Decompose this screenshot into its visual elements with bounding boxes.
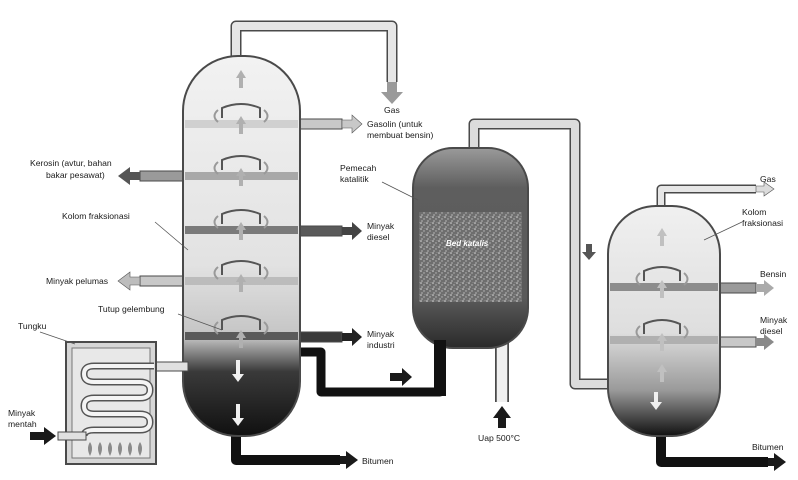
label-column-1: Kolom fraksionasi [62,211,130,221]
catalyst-bed [419,212,522,302]
gasoline-arrow [341,114,363,134]
bitumen-arrow-1 [340,451,358,469]
label-bitumen-2: Bitumen [752,442,784,452]
label-crude-1: Minyak [8,408,36,418]
steam-arrow [493,406,511,428]
petrol-arrow [756,280,774,296]
lubricant-outlet [139,275,187,287]
label-diesel2-1: Minyak [760,315,788,325]
furnace [65,341,157,465]
label-diesel-2: diesel [367,232,390,242]
label-column-2b: fraksionasi [742,218,783,228]
industrial-outlet [297,331,343,343]
label-gasoline-2: membuat bensin) [367,130,434,140]
kerosene-arrow [118,167,140,185]
fractionating-column-1 [182,55,301,437]
label-gasoline-1: Gasolin (untuk [367,119,423,129]
down-arrow-2 [650,392,662,410]
label-catalyst-bed: Bed katalis [446,239,489,248]
down-arrows-1 [232,360,244,426]
bubble-caps-2 [635,266,689,339]
flow-arrows [30,82,786,471]
lubricant-arrow [117,271,141,291]
label-bitumen-1: Bitumen [362,456,394,466]
diesel2-arrow [756,334,774,350]
gasoline-outlet [297,118,343,130]
crude-arrow [30,427,56,445]
label-crude-2: mentah [8,419,37,429]
furnace-to-column-pipe [153,361,189,372]
kerosene-outlet [139,170,187,182]
label-industrial-2: industri [367,340,395,350]
label-petrol: Bensin [760,269,786,279]
label-cracker-1: Pemecah [340,163,377,173]
diagram-labels: Gas Gasolin (untuk membuat bensin) Keros… [8,105,788,466]
diesel-outlet-2 [715,336,757,348]
label-furnace: Tungku [18,321,47,331]
bubble-caps-1 [213,103,269,335]
crude-inlet-pipe [57,431,87,441]
feed-down-arrow [582,244,596,260]
burner-flames [88,442,142,456]
bitumen-arrow-2 [768,453,786,471]
industrial-arrow [342,328,362,346]
bitumen-pipe-1 [231,430,340,465]
label-industrial-1: Minyak [367,329,395,339]
label-kerosene-2: bakar pesawat) [46,170,105,180]
label-diesel-1: Minyak [367,221,395,231]
diesel-arrow [342,222,362,240]
diesel-outlet [297,225,343,237]
gasoline-outlet-2 [715,282,757,294]
vapor-up-arrows-1 [236,70,246,348]
label-lubricant: Minyak pelumas [46,276,108,286]
label-steam: Uap 500°C [478,433,520,443]
vapor-up-arrows-2 [657,228,667,382]
gas-right-arrow [755,181,775,197]
label-gas-right: Gas [760,174,776,184]
to-cracker-arrow [390,368,412,386]
label-bubble-cap: Tutup gelembung [98,304,165,314]
label-diesel2-2: diesel [760,326,783,336]
label-cracker-2: katalitik [340,174,369,184]
leader-lines [39,181,743,345]
bitumen-pipe-2 [656,430,768,467]
label-column-2a: Kolom [742,207,766,217]
label-gas-top: Gas [384,105,400,115]
gas-down-arrow [381,82,403,104]
label-kerosene-1: Kerosin (avtur, bahan [30,158,112,168]
